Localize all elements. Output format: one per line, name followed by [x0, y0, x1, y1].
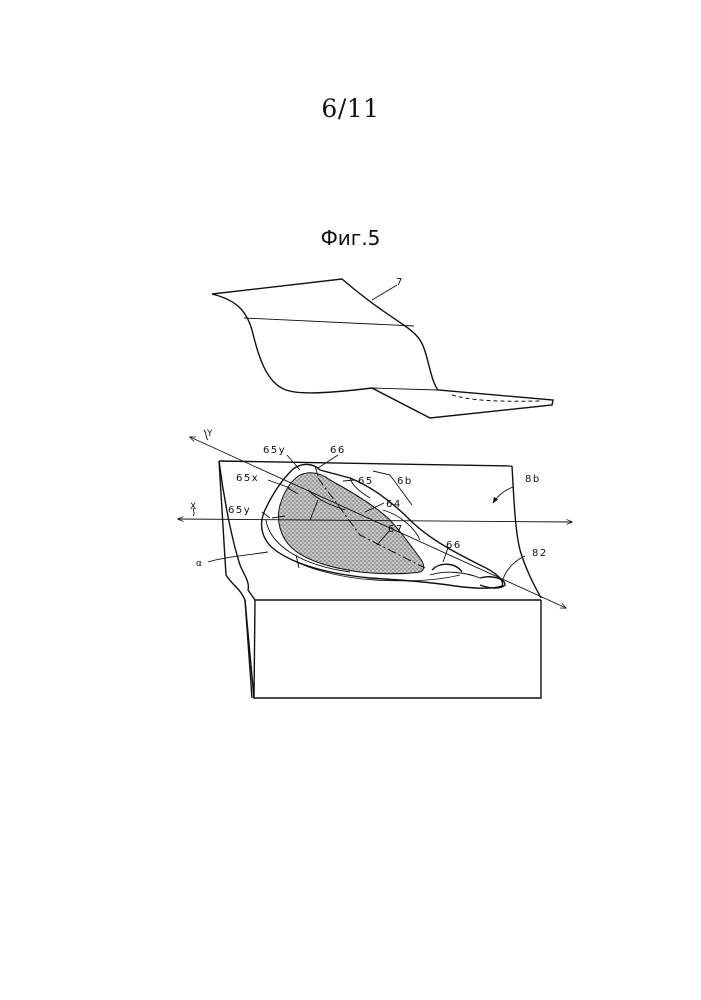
label-axis-y: Y	[206, 429, 213, 439]
label-sheet-7: 7	[396, 277, 404, 288]
label-die-8b: 8b	[525, 474, 541, 485]
label-65: 65	[358, 476, 374, 487]
die-right-profile	[512, 466, 541, 598]
label-65x: 65x	[236, 473, 259, 484]
label-6b: 6b	[397, 476, 413, 487]
label-64: 64	[386, 499, 402, 510]
sheet-lower-edge	[372, 388, 438, 390]
label-66-top: 66	[330, 445, 346, 456]
label-82: 82	[532, 548, 548, 559]
label-67: 67	[388, 524, 404, 535]
leader-65	[343, 480, 355, 481]
label-66-right: 66	[446, 540, 462, 551]
label-alpha: α	[196, 559, 202, 569]
die-bottom-left-edge	[245, 600, 254, 698]
leader-8b-arrow	[493, 487, 513, 503]
cavity-region	[262, 464, 505, 588]
label-65y-top: 65y	[263, 445, 286, 456]
die-block-8b	[219, 461, 541, 698]
die-top-back-edge	[219, 461, 512, 466]
label-axis-x: X	[190, 502, 196, 512]
axis-y-line	[190, 437, 566, 608]
leader-66-top	[318, 455, 338, 468]
label-65y-left: 65y	[228, 505, 251, 516]
leader-7	[372, 285, 397, 300]
sheet-fold-line	[244, 318, 414, 326]
bulge-66-right	[432, 564, 462, 572]
leader-82	[502, 556, 525, 582]
die-front-face	[254, 600, 541, 698]
sheet-blank-7	[212, 279, 553, 418]
sheet-outline	[212, 279, 553, 418]
bulge-66-right-inner	[430, 572, 480, 578]
